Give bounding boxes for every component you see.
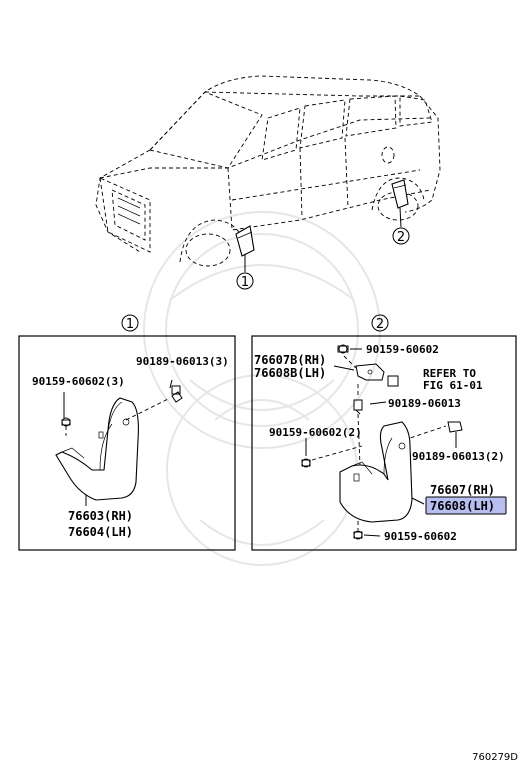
part-label-90159-60602-2: 90159-60602(2) (269, 426, 362, 439)
panel-right-label: 2 (371, 314, 389, 332)
rear-mudflap-on-vehicle (391, 179, 409, 209)
front-mudflap-on-vehicle (235, 225, 255, 257)
svg-text:1: 1 (126, 317, 134, 332)
part-label-90159-60602-top: 90159-60602 (366, 343, 439, 356)
refer-to-line2: FIG 61-01 (423, 379, 483, 392)
part-label-76607-rh: 76607(RH) (430, 483, 495, 497)
part-label-76603-rh: 76603(RH) (68, 509, 133, 523)
watermark-emblem (143, 211, 381, 566)
diagram-code: 760279D (472, 752, 518, 763)
part-label-90189-06013-mid: 90189-06013 (388, 397, 461, 410)
part-label-90189-06013-3: 90189-06013(3) (136, 355, 229, 368)
panel-left-frame (18, 335, 236, 551)
svg-text:2: 2 (397, 230, 405, 245)
part-label-90159-60602-3: 90159-60602(3) (32, 375, 125, 388)
panel-left-label: 1 (121, 314, 139, 332)
svg-text:2: 2 (376, 317, 384, 332)
part-label-76608b-lh: 76608B(LH) (254, 366, 326, 380)
callout-2: 2 (392, 227, 410, 245)
left-panel-parts (55, 379, 183, 506)
svg-text:1: 1 (241, 275, 249, 290)
part-label-76604-lh: 76604(LH) (68, 525, 133, 539)
highlight-76608-lh (425, 496, 507, 515)
callout-1: 1 (236, 272, 254, 290)
part-label-76608-lh: 76608(LH) (430, 499, 495, 513)
part-label-90159-60602-bottom: 90159-60602 (384, 530, 457, 543)
vehicle-illustration (95, 75, 441, 267)
part-label-90189-06013-2: 90189-06013(2) (412, 450, 505, 463)
panel-right-frame (251, 335, 517, 551)
refer-to-line1: REFER TO (423, 367, 476, 380)
right-panel-parts (301, 344, 463, 540)
part-label-76607b-rh: 76607B(RH) (254, 353, 326, 367)
